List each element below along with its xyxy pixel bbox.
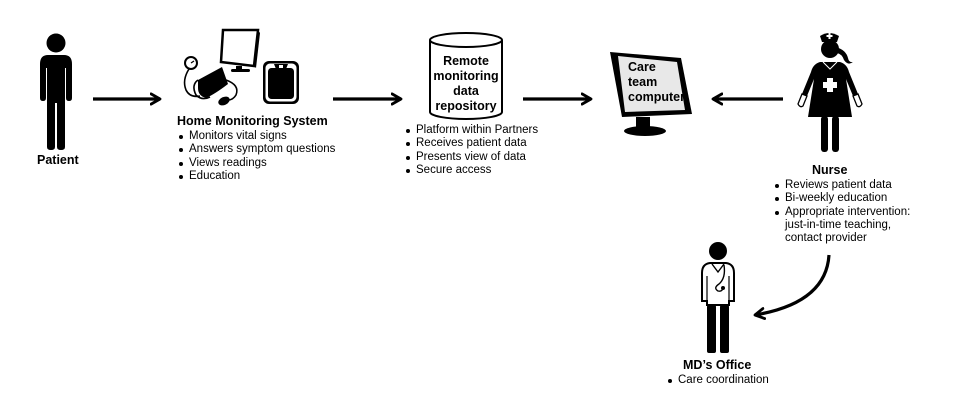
md-office-label: MD’s Office	[683, 358, 752, 372]
list-item: Presents view of data	[405, 151, 538, 164]
home-monitoring-devices-icon	[183, 28, 299, 106]
list-item: Monitors vital signs	[178, 130, 335, 143]
md-office-bullets: Care coordination	[667, 374, 769, 387]
nurse-figure-icon	[797, 33, 863, 152]
list-item: Appropriate intervention:	[774, 206, 910, 219]
list-item: Answers symptom questions	[178, 143, 335, 156]
patient-label: Patient	[37, 153, 79, 167]
list-item: Receives patient data	[405, 137, 538, 150]
repository-label-line: data	[453, 84, 479, 98]
doctor-figure-icon	[701, 242, 735, 353]
nurse-bullets: Reviews patient data Bi-weekly education…	[774, 179, 910, 245]
computer-monitor-icon	[610, 52, 692, 136]
list-item: Views readings	[178, 157, 335, 170]
care-team-computer-label: Care team computer	[628, 60, 685, 105]
patient-figure-icon	[40, 33, 72, 150]
repository-label-line: repository	[435, 99, 497, 113]
list-item: Secure access	[405, 164, 538, 177]
arrow-nurse-to-md-office	[755, 254, 831, 315]
computer-label-line: computer	[628, 90, 685, 104]
repository-label: Remote monitoring data repository	[429, 54, 503, 114]
database-cylinder-icon	[429, 32, 503, 120]
list-item: Care coordination	[667, 374, 769, 387]
list-item: Bi-weekly education	[774, 192, 910, 205]
list-item: Reviews patient data	[774, 179, 910, 192]
home-monitoring-bullets: Monitors vital signs Answers symptom que…	[178, 130, 335, 183]
list-item-continuation: contact provider	[785, 232, 867, 245]
repository-label-line: monitoring	[433, 69, 499, 83]
computer-label-line: Care	[628, 60, 656, 74]
repository-label-line: Remote	[443, 54, 489, 68]
home-monitoring-label: Home Monitoring System	[177, 114, 328, 128]
list-item: Platform within Partners	[405, 124, 538, 137]
nurse-label: Nurse	[812, 163, 848, 177]
list-item: Education	[178, 170, 335, 183]
computer-label-line: team	[628, 75, 658, 89]
repository-bullets: Platform within Partners Receives patien…	[405, 124, 538, 177]
list-item-continuation: just-in-time teaching,	[785, 218, 892, 231]
